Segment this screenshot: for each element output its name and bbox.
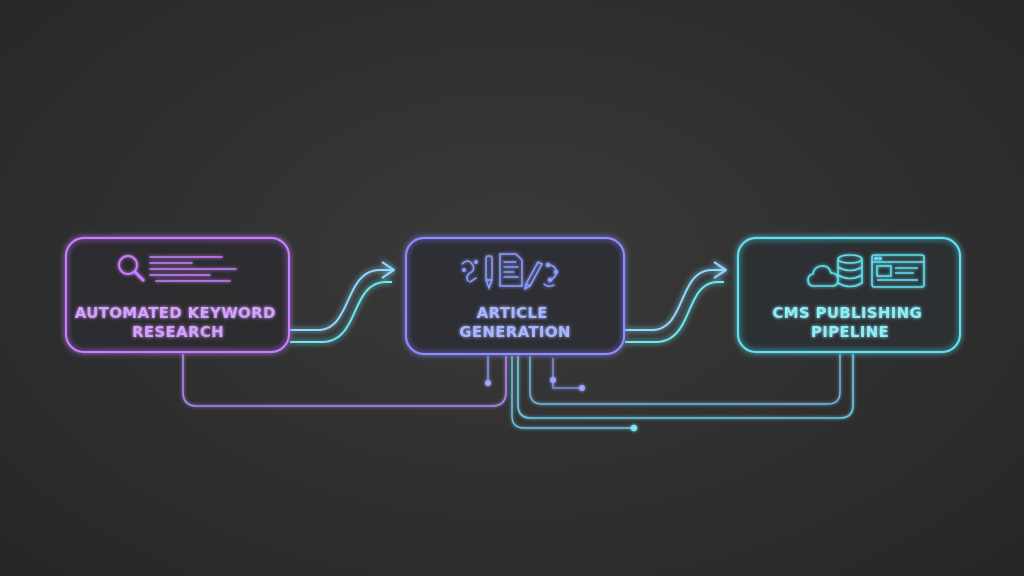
feedback-connectors bbox=[182, 354, 854, 429]
connector-article-branch bbox=[511, 356, 634, 429]
arrow-head bbox=[381, 261, 395, 279]
stage-label-line: GENERATION bbox=[459, 323, 570, 341]
pen-icon bbox=[485, 255, 493, 291]
node-dot bbox=[579, 385, 585, 391]
text-lines-icon bbox=[149, 256, 237, 282]
connector-article-inner-loop bbox=[529, 354, 841, 405]
stage-label-line: PIPELINE bbox=[811, 323, 889, 341]
stage-box-article-generation: ARTICLE GENERATION bbox=[404, 236, 626, 356]
stage-label-line: ARTICLE bbox=[477, 304, 548, 322]
network-icon bbox=[543, 262, 559, 288]
magnifier-icon bbox=[118, 255, 146, 283]
node-dot bbox=[550, 377, 556, 383]
forward-arrows bbox=[290, 261, 727, 343]
connector-nodes bbox=[485, 377, 638, 432]
connector-article-to-cms-bottom bbox=[517, 354, 854, 419]
brain-icon bbox=[461, 260, 478, 283]
browser-window-icon bbox=[871, 254, 925, 288]
node-dot bbox=[630, 424, 638, 432]
stage-label-line: RESEARCH bbox=[132, 323, 224, 341]
connector-stub bbox=[552, 358, 582, 389]
pencil-icon bbox=[523, 261, 544, 291]
document-icon bbox=[499, 253, 523, 287]
stage-label-line: AUTOMATED KEYWORD bbox=[75, 304, 276, 322]
stage-label-line: CMS PUBLISHING bbox=[772, 304, 922, 322]
article-icons bbox=[461, 253, 559, 291]
stage-label: CMS PUBLISHING PIPELINE bbox=[772, 304, 927, 341]
stage-box-cms-publishing: CMS PUBLISHING PIPELINE bbox=[736, 236, 962, 354]
arrow-keyword-to-article bbox=[290, 261, 395, 343]
stage-box-keyword-research: AUTOMATED KEYWORD RESEARCH bbox=[64, 236, 291, 354]
stage-label: AUTOMATED KEYWORD RESEARCH bbox=[75, 304, 282, 341]
arrow-head bbox=[713, 261, 727, 279]
cms-icons bbox=[807, 254, 925, 288]
arrow-article-to-cms bbox=[625, 261, 727, 343]
stage-label: ARTICLE GENERATION bbox=[459, 304, 570, 341]
node-dot bbox=[485, 380, 491, 386]
connector-keyword-to-article-bottom bbox=[182, 354, 507, 407]
database-icon bbox=[837, 254, 863, 288]
